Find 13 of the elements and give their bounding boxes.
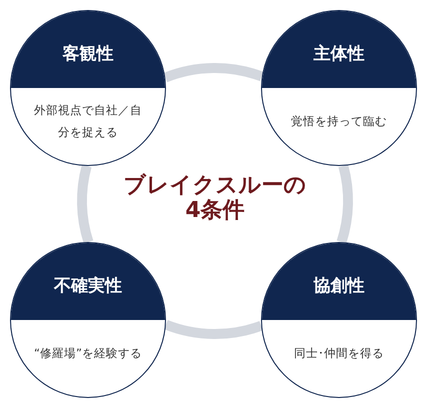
condition-description: “修羅場”を経験する — [34, 344, 142, 362]
condition-heading: 不確実性 — [54, 275, 122, 297]
condition-description: 同士･仲間を得る — [294, 344, 384, 362]
condition-description: 外部視点で自社／自分を捉える — [33, 102, 143, 140]
ring-connector — [336, 164, 353, 244]
condition-description: 覚悟を持って臨む — [291, 112, 387, 130]
ring-connector — [164, 63, 264, 82]
condition-heading: 客観性 — [62, 43, 114, 65]
condition-heading: 主体性 — [314, 43, 364, 65]
ring-connector — [164, 320, 263, 339]
diagram-title: ブレイクスルーの4条件 — [122, 173, 308, 224]
ring-connector — [77, 164, 94, 244]
condition-heading: 協創性 — [314, 275, 364, 297]
